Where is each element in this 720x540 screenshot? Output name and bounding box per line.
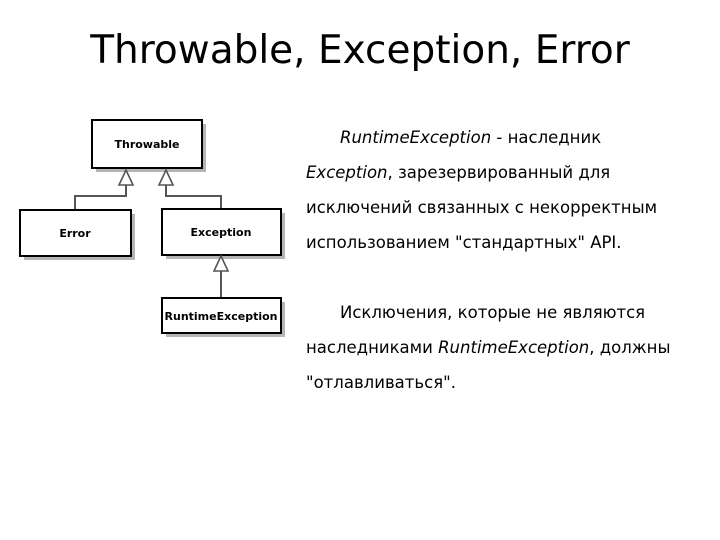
paragraph2-run1: Исключения, которые не являются наследни… xyxy=(306,303,646,357)
uml-box-runtimeexception-label: RuntimeException xyxy=(165,310,278,323)
generalization-arrow-error-icon xyxy=(117,168,135,186)
uml-box-error[interactable]: Error xyxy=(19,209,132,257)
uml-box-error-label: Error xyxy=(59,227,91,240)
generalization-arrow-exception-icon xyxy=(157,168,175,186)
generalization-arrow-runtimeexception-icon xyxy=(212,254,230,272)
body-text-block: RuntimeException - наследник Exception, … xyxy=(306,120,682,400)
uml-class-diagram: Throwable Error Exception RuntimeExcepti… xyxy=(0,0,300,360)
uml-box-throwable-label: Throwable xyxy=(114,138,179,151)
paragraph-catch-rule: Исключения, которые не являются наследни… xyxy=(306,295,682,400)
term-exception: Exception xyxy=(306,163,388,182)
term-runtimeexception-2: RuntimeException xyxy=(438,338,590,357)
paragraph1-run2: - наследник xyxy=(491,128,602,147)
page-title: Throwable, Exception, Error xyxy=(90,28,630,73)
edge-error-to-throwable xyxy=(74,185,127,210)
term-runtimeexception: RuntimeException xyxy=(340,128,492,147)
paragraph2-run3: , должны "отлавливаться". xyxy=(306,338,671,392)
uml-box-exception[interactable]: Exception xyxy=(161,208,282,256)
paragraph1-run4: , зарезервированный для исключений связа… xyxy=(306,163,658,252)
uml-box-exception-label: Exception xyxy=(191,226,252,239)
uml-box-runtimeexception[interactable]: RuntimeException xyxy=(161,297,282,334)
uml-box-throwable[interactable]: Throwable xyxy=(91,119,203,169)
paragraph-runtimeexception-definition: RuntimeException - наследник Exception, … xyxy=(306,120,682,260)
edge-exception-to-throwable xyxy=(165,185,222,209)
paragraph-spacer xyxy=(306,260,682,295)
